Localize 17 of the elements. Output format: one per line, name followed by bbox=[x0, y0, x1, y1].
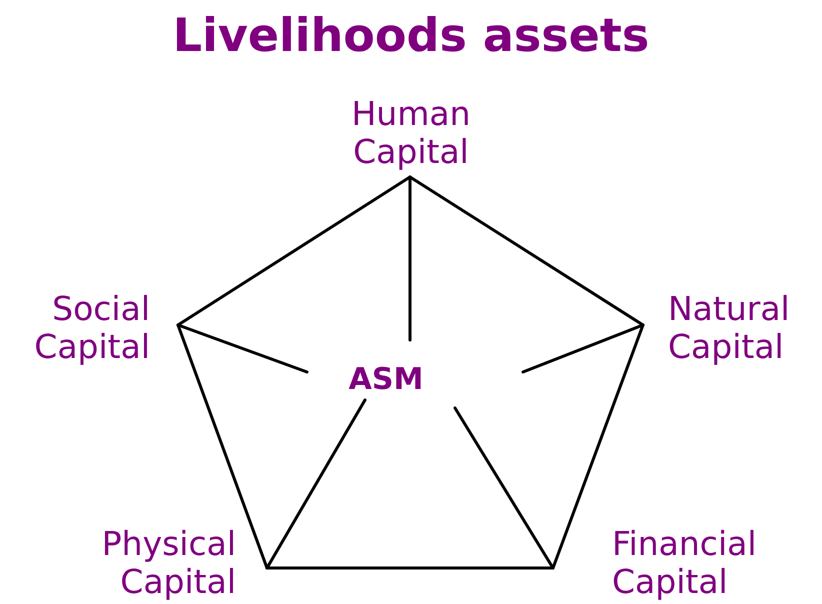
capital-label: Social Capital bbox=[33, 290, 150, 366]
spoke-line bbox=[176, 324, 308, 374]
pentagon-side bbox=[552, 324, 644, 570]
capital-label: Financial Capital bbox=[612, 525, 758, 601]
pentagon-side bbox=[408, 176, 644, 326]
capital-label: Natural Capital bbox=[668, 290, 791, 366]
diagram-title: Livelihoods assets bbox=[172, 8, 650, 62]
spoke-line bbox=[266, 398, 366, 570]
spoke-line bbox=[408, 176, 412, 342]
center-label: ASM bbox=[348, 362, 424, 398]
pentagon-side bbox=[176, 176, 412, 326]
capital-label: Physical Capital bbox=[100, 525, 236, 601]
capital-label: Human Capital bbox=[350, 95, 472, 171]
pentagon-side bbox=[266, 566, 554, 570]
spoke-line bbox=[522, 324, 644, 374]
spoke-line bbox=[454, 406, 554, 570]
pentagon-side bbox=[176, 324, 268, 570]
